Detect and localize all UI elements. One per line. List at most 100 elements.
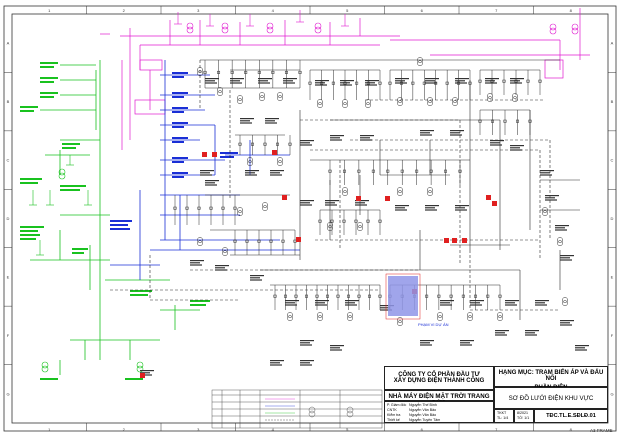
category-line1: HẠNG MỤC: TRẠM BIẾN ÁP VÀ ĐẤU NỐI xyxy=(498,370,604,382)
breaker-symbol xyxy=(342,169,346,173)
label-stub xyxy=(555,227,565,229)
label-stub xyxy=(395,80,405,82)
transformer-winding xyxy=(247,157,253,163)
label-stub xyxy=(300,342,310,344)
breaker-symbol xyxy=(378,81,382,85)
label-stub xyxy=(540,174,552,176)
label-stub xyxy=(425,78,439,80)
label-stub xyxy=(420,344,432,346)
code-cell: TĐC.TL.E.SĐLĐ.01 xyxy=(534,409,608,423)
red-marker xyxy=(492,201,497,206)
label-stub xyxy=(250,275,264,277)
breaker-symbol xyxy=(366,219,370,223)
transformer-winding xyxy=(397,317,403,323)
label-stub xyxy=(300,340,314,342)
scale-label: TKKT xyxy=(497,411,507,415)
sheet-value: TỜ: 1/1 xyxy=(517,416,530,420)
border-col-label: 8 xyxy=(570,427,573,432)
transformer-winding xyxy=(487,93,493,99)
transformer-winding xyxy=(317,315,323,322)
label-stub xyxy=(420,340,434,342)
label-stub xyxy=(270,364,282,366)
signer-role: CNTK xyxy=(387,408,397,412)
label-stub xyxy=(270,172,280,174)
breaker-symbol xyxy=(326,294,329,298)
border-row-label: A xyxy=(7,41,10,46)
label-stub xyxy=(365,80,379,82)
border-col-label: 1 xyxy=(48,8,51,13)
transformer-winding xyxy=(287,312,293,318)
label-stub xyxy=(270,360,284,362)
breaker-symbol xyxy=(444,169,448,173)
label-stub xyxy=(340,84,352,86)
label-stub xyxy=(545,197,555,199)
label-stub xyxy=(230,78,244,80)
transformer-winding xyxy=(277,95,283,102)
label-stub xyxy=(485,80,495,82)
transformer-winding xyxy=(562,297,568,303)
drawing-title-cell: SƠ ĐỒ LƯỚI ĐIỆN KHU VỰC xyxy=(494,387,608,409)
label-stub xyxy=(215,265,229,267)
signer-name: Nguyễn Văn Bảo xyxy=(409,413,437,417)
label-stub xyxy=(325,204,337,206)
label-stub xyxy=(140,374,152,376)
breaker-symbol xyxy=(445,81,449,85)
breaker-symbol xyxy=(468,81,472,85)
transformer-winding xyxy=(197,240,203,247)
label-stub xyxy=(245,174,257,176)
label-stub xyxy=(425,82,437,84)
label-stub xyxy=(345,302,355,304)
company-line1: CÔNG TY CỔ PHẦN ĐẦU TƯ xyxy=(398,372,480,378)
border-col-label: 4 xyxy=(272,8,275,13)
breaker-symbol xyxy=(318,219,322,223)
transformer-winding xyxy=(452,97,458,103)
label-stub xyxy=(345,300,359,302)
label-stub xyxy=(240,122,252,124)
legend-table xyxy=(211,389,383,429)
label-stub xyxy=(215,267,225,269)
breaker-symbol xyxy=(538,79,542,83)
transformer-winding xyxy=(427,100,433,107)
label-stub xyxy=(555,225,569,227)
label-stub xyxy=(540,170,554,172)
transformer-winding xyxy=(397,187,403,193)
label-stub xyxy=(380,305,394,307)
label-stub xyxy=(395,207,405,209)
breaker-symbol xyxy=(294,294,298,298)
transformer-winding xyxy=(262,205,268,212)
label-stub xyxy=(315,304,327,306)
label-stub xyxy=(205,180,219,182)
breaker-symbol xyxy=(209,206,213,210)
transformer-winding xyxy=(397,97,403,103)
breaker-symbol xyxy=(308,81,312,85)
label-stub xyxy=(285,302,295,304)
label-stub xyxy=(205,78,219,80)
label-stub xyxy=(205,80,215,82)
transformer-winding xyxy=(347,312,353,318)
green-towers xyxy=(29,155,144,373)
label-stub xyxy=(205,82,217,84)
breaker-symbol xyxy=(378,219,382,223)
label-stub xyxy=(215,269,227,271)
transformer-winding xyxy=(417,60,423,67)
breaker-symbol xyxy=(478,79,482,83)
breaker-symbol xyxy=(271,70,275,74)
label-stub xyxy=(395,205,409,207)
label-stub xyxy=(283,82,295,84)
label-stub xyxy=(300,142,310,144)
breaker-symbol xyxy=(461,294,465,298)
transformer-winding xyxy=(452,100,458,107)
label-stub xyxy=(345,304,357,306)
label-stub xyxy=(490,142,500,144)
label-stub xyxy=(510,145,524,147)
breaker-symbol xyxy=(244,70,248,74)
border-row-label: A xyxy=(611,41,614,46)
transformer-winding xyxy=(277,157,283,163)
dashed-lines xyxy=(110,60,560,311)
breaker-symbol xyxy=(503,119,507,123)
label-stub xyxy=(440,300,454,302)
transformer-winding xyxy=(197,67,203,73)
label-stub xyxy=(190,264,202,266)
